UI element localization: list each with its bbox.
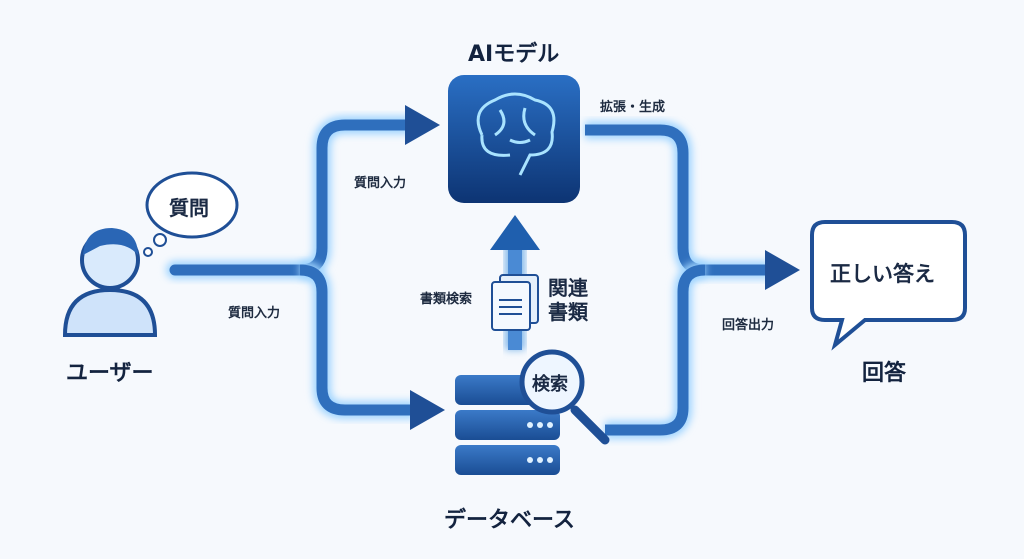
thought-text: 質問 [169,196,209,220]
answer-label: 回答 [862,361,907,386]
ai-model-title: AIモデル [468,42,560,67]
flow-user-to-database [299,261,445,430]
answer-bubble-text: 正しい答え [830,262,935,286]
documents-icon [491,274,539,331]
speech-bubble-icon [810,220,967,351]
edge-label-output: 回答出力 [722,318,775,333]
magnifier-icon [519,349,610,445]
document-search-label: 書類検索 [420,292,473,307]
user-icon [62,228,158,337]
related-docs-line2: 書類 [548,300,588,324]
thought-bubble-icon [143,171,239,257]
edge-label-input-lower: 質問入力 [228,306,281,321]
user-label: ユーザー [66,361,154,386]
edge-label-augment: 拡張・生成 [600,100,666,115]
ai-model-icon [448,75,580,203]
brain-icon [476,92,556,176]
database-label: データベース [444,508,575,533]
edge-label-input-upper: 質問入力 [354,176,407,191]
search-badge-text: 検索 [532,374,568,395]
flow-database-to-answer [605,261,706,439]
related-docs-line1: 関連 [548,276,588,300]
